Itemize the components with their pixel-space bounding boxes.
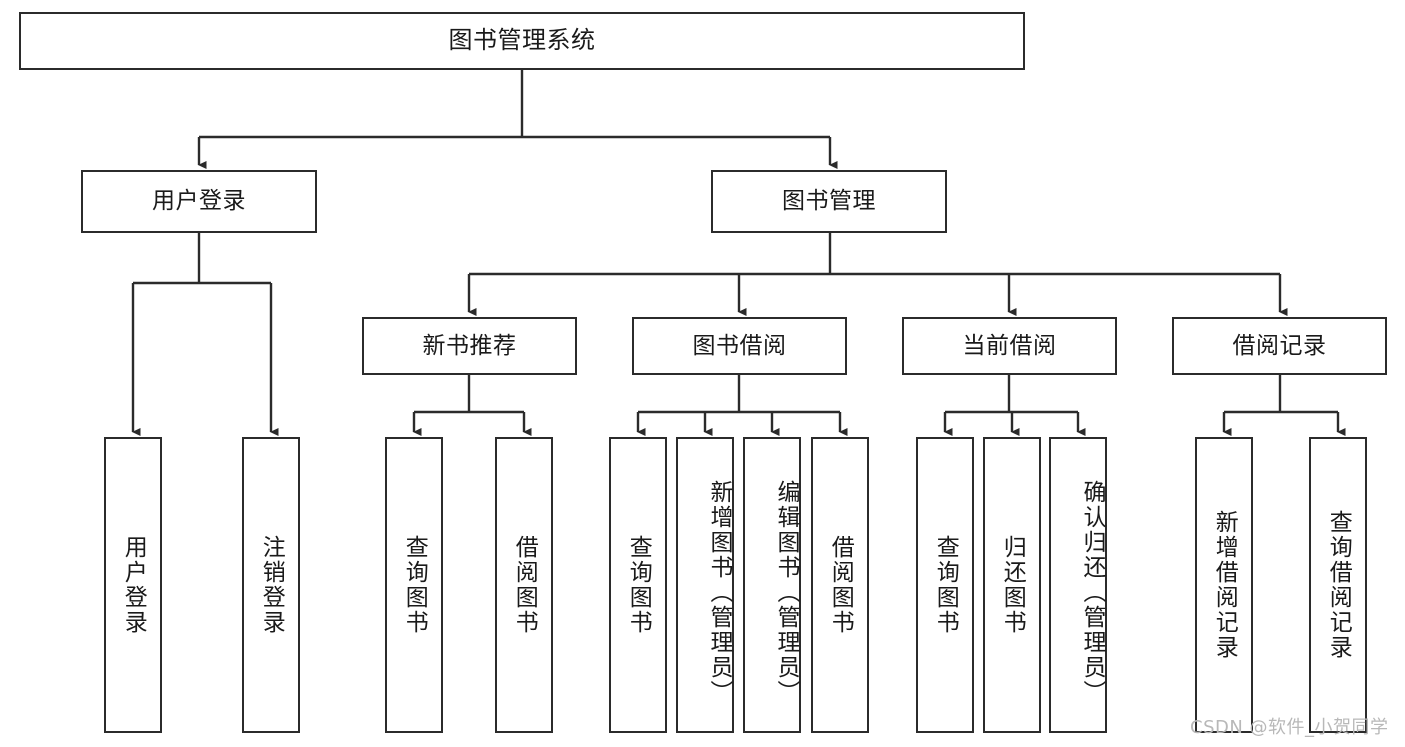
leaf-current-borrow-return-books[interactable]: 归还图书 [983,437,1041,733]
leaf-book-borrow-edit-book-admin[interactable]: 编辑图书（管理员） [743,437,801,733]
leaf-new-book-query-books[interactable]: 查询图书 [385,437,443,733]
node-current-borrow[interactable]: 当前借阅 [902,317,1117,375]
leaf-current-borrow-query-books[interactable]: 查询图书 [916,437,974,733]
csdn-watermark: CSDN @软件_小贺同学 [1190,717,1389,738]
leaf-borrow-record-query-record[interactable]: 查询借阅记录 [1309,437,1367,733]
leaf-user-login-signin[interactable]: 用户登录 [104,437,162,733]
leaf-borrow-record-add-record[interactable]: 新增借阅记录 [1195,437,1253,733]
node-root-book-management-system[interactable]: 图书管理系统 [19,12,1025,70]
node-borrow-record[interactable]: 借阅记录 [1172,317,1387,375]
leaf-user-login-signout[interactable]: 注销登录 [242,437,300,733]
node-book-borrow[interactable]: 图书借阅 [632,317,847,375]
leaf-book-borrow-borrow-books[interactable]: 借阅图书 [811,437,869,733]
leaf-current-borrow-confirm-return-admin[interactable]: 确认归还（管理员） [1049,437,1107,733]
node-new-book-recommend[interactable]: 新书推荐 [362,317,577,375]
leaf-new-book-borrow-books[interactable]: 借阅图书 [495,437,553,733]
node-book-management[interactable]: 图书管理 [711,170,947,233]
leaf-book-borrow-add-book-admin[interactable]: 新增图书（管理员） [676,437,734,733]
node-user-login[interactable]: 用户登录 [81,170,317,233]
leaf-book-borrow-query-books[interactable]: 查询图书 [609,437,667,733]
